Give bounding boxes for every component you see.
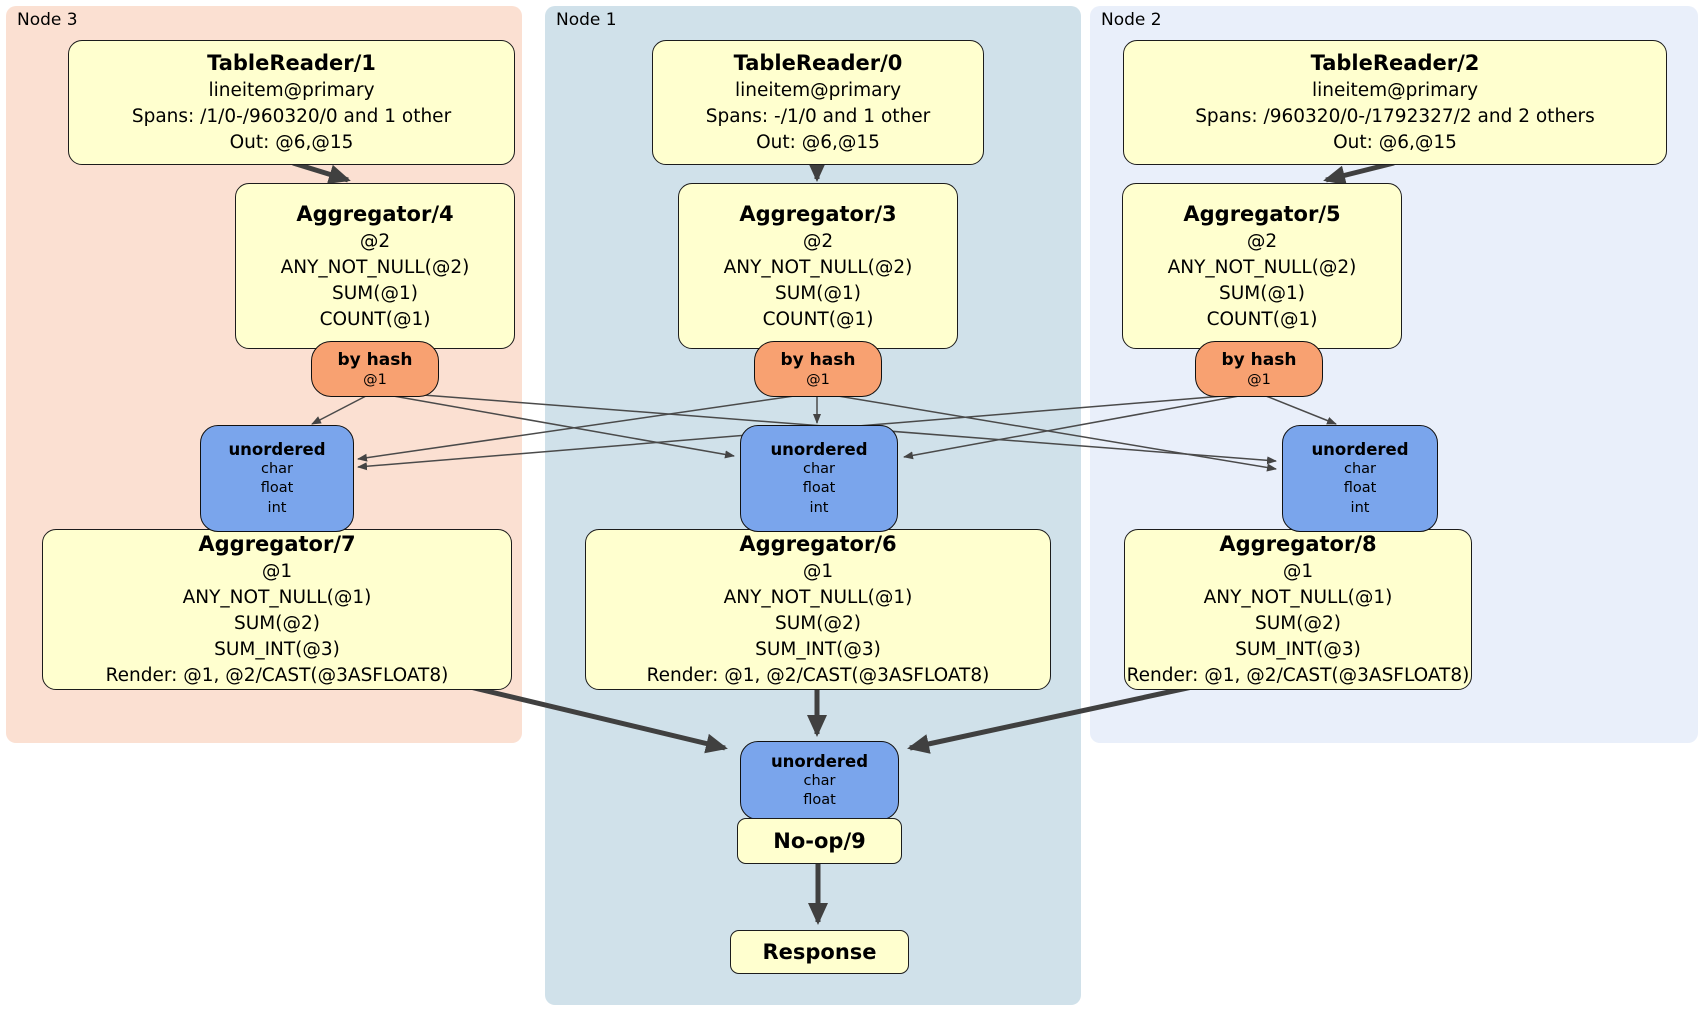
router-title: by hash [1221,349,1297,370]
processor-title: Aggregator/5 [1183,201,1341,226]
sync-column: int [267,499,287,516]
processor-title: TableReader/2 [1310,51,1480,75]
processor-detail: SUM_INT(@3) [755,639,881,660]
processor-detail: lineitem@primary [208,80,375,101]
sync-column: float [260,480,294,497]
processor-title: No-op/9 [773,829,866,853]
processor-aggregator-5: Aggregator/5 @2 ANY_NOT_NULL(@2) SUM(@1)… [1122,183,1402,349]
sync-column: char [260,460,293,477]
sync-unordered-6: unordered char float int [740,425,898,532]
router-key: @1 [806,371,830,388]
processor-detail: @1 [1282,561,1314,582]
processor-tablereader-0: TableReader/0 lineitem@primary Spans: -/… [652,40,984,165]
processor-detail: Render: @1, @2/CAST(@3ASFLOAT8) [1126,665,1470,686]
processor-detail: Out: @6,@15 [229,132,354,153]
processor-detail: lineitem@primary [1311,80,1479,101]
processor-detail: Render: @1, @2/CAST(@3ASFLOAT8) [105,665,449,686]
processor-detail: ANY_NOT_NULL(@1) [182,587,372,608]
edge-hash3-sync8 [825,393,1277,472]
node2-label: Node 2 [1101,10,1162,30]
edge-hash4-sync6 [381,393,735,459]
processor-title: Aggregator/4 [296,201,454,226]
processor-detail: Out: @6,@15 [1333,132,1457,153]
processor-detail: SUM_INT(@3) [214,639,340,660]
processor-detail: SUM(@2) [1255,613,1341,634]
processor-detail: Spans: /1/0-/960320/0 and 1 other [131,106,452,127]
sync-title: unordered [770,439,868,459]
sync-unordered-final: unordered char float [740,741,899,820]
sync-column: float [1343,480,1377,497]
sync-column: char [803,772,836,789]
processor-detail: Spans: -/1/0 and 1 other [705,106,931,127]
processor-detail: ANY_NOT_NULL(@2) [1167,256,1357,278]
sync-title: unordered [228,439,326,459]
processor-detail: SUM_INT(@3) [1235,639,1361,660]
processor-detail: @2 [1246,230,1278,252]
processor-detail: lineitem@primary [734,80,902,101]
processor-detail: COUNT(@1) [319,308,431,330]
edge-agg8-syncfinal [907,684,1193,754]
processor-tablereader-1: TableReader/1 lineitem@primary Spans: /1… [68,40,515,165]
edge-hash5-sync8 [1265,395,1337,425]
processor-title: TableReader/1 [207,51,376,75]
processor-title: Aggregator/3 [739,201,897,226]
processor-detail: ANY_NOT_NULL(@1) [1203,587,1393,608]
processor-detail: @2 [359,230,391,252]
sync-unordered-8: unordered char float int [1282,425,1438,532]
processor-aggregator-3: Aggregator/3 @2 ANY_NOT_NULL(@2) SUM(@1)… [678,183,958,349]
processor-detail: ANY_NOT_NULL(@2) [280,256,470,278]
sync-title: unordered [1311,439,1409,459]
processor-detail: Spans: /960320/0-/1792327/2 and 2 others [1195,106,1595,127]
sync-title: unordered [770,751,869,771]
edge-hash5-sync6 [903,393,1251,460]
processor-title: Aggregator/8 [1219,532,1377,556]
router-by-hash-3: by hash @1 [754,341,882,397]
processor-detail: SUM(@1) [332,282,418,304]
sync-column: int [809,499,829,516]
edge-agg7-syncfinal [469,684,728,754]
processor-aggregator-8: Aggregator/8 @1 ANY_NOT_NULL(@1) SUM(@2)… [1124,529,1472,690]
processor-aggregator-6: Aggregator/6 @1 ANY_NOT_NULL(@1) SUM(@2)… [585,529,1051,690]
processor-detail: @1 [261,561,293,582]
processor-detail: COUNT(@1) [1206,308,1318,330]
sync-unordered-7: unordered char float int [200,425,354,532]
processor-title: Aggregator/6 [739,532,897,556]
processor-detail: ANY_NOT_NULL(@2) [723,256,913,278]
processor-title: Response [762,940,877,964]
router-by-hash-4: by hash @1 [311,341,439,397]
sync-column: float [803,792,836,808]
processor-detail: Render: @1, @2/CAST(@3ASFLOAT8) [646,665,990,686]
processor-aggregator-7: Aggregator/7 @1 ANY_NOT_NULL(@1) SUM(@2)… [42,529,512,690]
node1-label: Node 1 [556,10,617,30]
sync-column: char [802,460,835,477]
edge-tr2-agg5 [1323,160,1395,186]
node3-label: Node 3 [17,10,78,30]
processor-detail: SUM(@2) [775,613,861,634]
response-node: Response [730,930,909,974]
router-title: by hash [780,349,856,370]
processor-detail: @2 [802,230,834,252]
processor-detail: Out: @6,@15 [756,132,880,153]
sync-column: float [802,480,836,497]
processor-title: TableReader/0 [733,51,903,75]
sync-column: char [1343,460,1376,477]
processor-aggregator-4: Aggregator/4 @2 ANY_NOT_NULL(@2) SUM(@1)… [235,183,515,349]
router-title: by hash [337,349,413,370]
processor-detail: COUNT(@1) [762,308,874,330]
edge-hash3-sync7 [357,393,809,462]
edge-tr1-agg4 [292,160,351,184]
processor-detail: ANY_NOT_NULL(@1) [723,587,913,608]
sync-column: int [1350,499,1370,516]
processor-tablereader-2: TableReader/2 lineitem@primary Spans: /9… [1123,40,1667,165]
processor-title: Aggregator/7 [198,532,356,556]
processor-detail: SUM(@2) [234,613,320,634]
processor-noop-9: No-op/9 [737,818,902,864]
edge-hash4-sync7 [311,395,367,425]
router-key: @1 [363,371,387,388]
router-by-hash-5: by hash @1 [1195,341,1323,397]
processor-detail: SUM(@1) [1219,282,1305,304]
processor-detail: @1 [802,561,834,582]
processor-detail: SUM(@1) [775,282,861,304]
router-key: @1 [1247,371,1271,388]
